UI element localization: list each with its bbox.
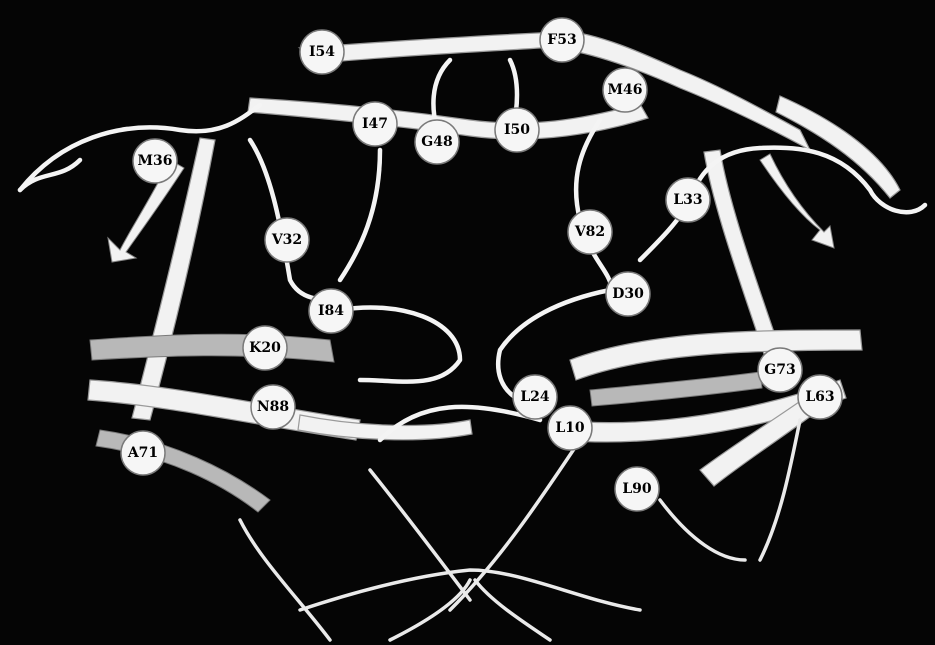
residue-marker-v82: V82 xyxy=(568,210,612,254)
residue-marker-l33: L33 xyxy=(666,178,710,222)
residue-marker-i84: I84 xyxy=(309,289,353,333)
residue-label: V82 xyxy=(574,224,605,240)
residue-label: M46 xyxy=(608,82,643,98)
residue-label: N88 xyxy=(257,399,289,415)
residue-marker-l63: L63 xyxy=(798,375,842,419)
residue-label: L33 xyxy=(673,192,702,208)
residue-label: L10 xyxy=(555,420,585,436)
backbone-ribbons xyxy=(88,30,900,512)
residue-label: V32 xyxy=(271,232,302,248)
residue-marker-i54: I54 xyxy=(300,30,344,74)
residue-marker-g73: G73 xyxy=(758,348,802,392)
residue-marker-m46: M46 xyxy=(603,68,647,112)
residue-marker-i50: I50 xyxy=(495,108,539,152)
residue-marker-m36: M36 xyxy=(133,139,177,183)
residue-label: I47 xyxy=(362,116,388,132)
residue-label: A71 xyxy=(127,445,158,461)
residue-marker-d30: D30 xyxy=(606,272,650,316)
residue-label: L24 xyxy=(520,389,550,405)
residue-label: G48 xyxy=(421,134,452,150)
residue-label: I84 xyxy=(318,303,344,319)
residue-label: D30 xyxy=(612,286,644,302)
residue-label: G73 xyxy=(764,362,795,378)
residue-label: I54 xyxy=(309,44,335,60)
residue-marker-f53: F53 xyxy=(540,18,584,62)
residue-label: K20 xyxy=(249,340,281,356)
residue-label: F53 xyxy=(547,32,576,48)
residue-label: L90 xyxy=(622,481,652,497)
residue-marker-v32: V32 xyxy=(265,218,309,262)
residue-marker-k20: K20 xyxy=(243,326,287,370)
residue-marker-i47: I47 xyxy=(353,102,397,146)
residue-marker-n88: N88 xyxy=(251,385,295,429)
residue-label: M36 xyxy=(138,153,173,169)
residue-marker-l90: L90 xyxy=(615,467,659,511)
residue-marker-l10: L10 xyxy=(548,406,592,450)
residue-marker-l24: L24 xyxy=(513,375,557,419)
residue-label: L63 xyxy=(805,389,834,405)
residue-label: I50 xyxy=(504,122,530,138)
residue-marker-g48: G48 xyxy=(415,120,459,164)
residue-marker-a71: A71 xyxy=(121,431,165,475)
